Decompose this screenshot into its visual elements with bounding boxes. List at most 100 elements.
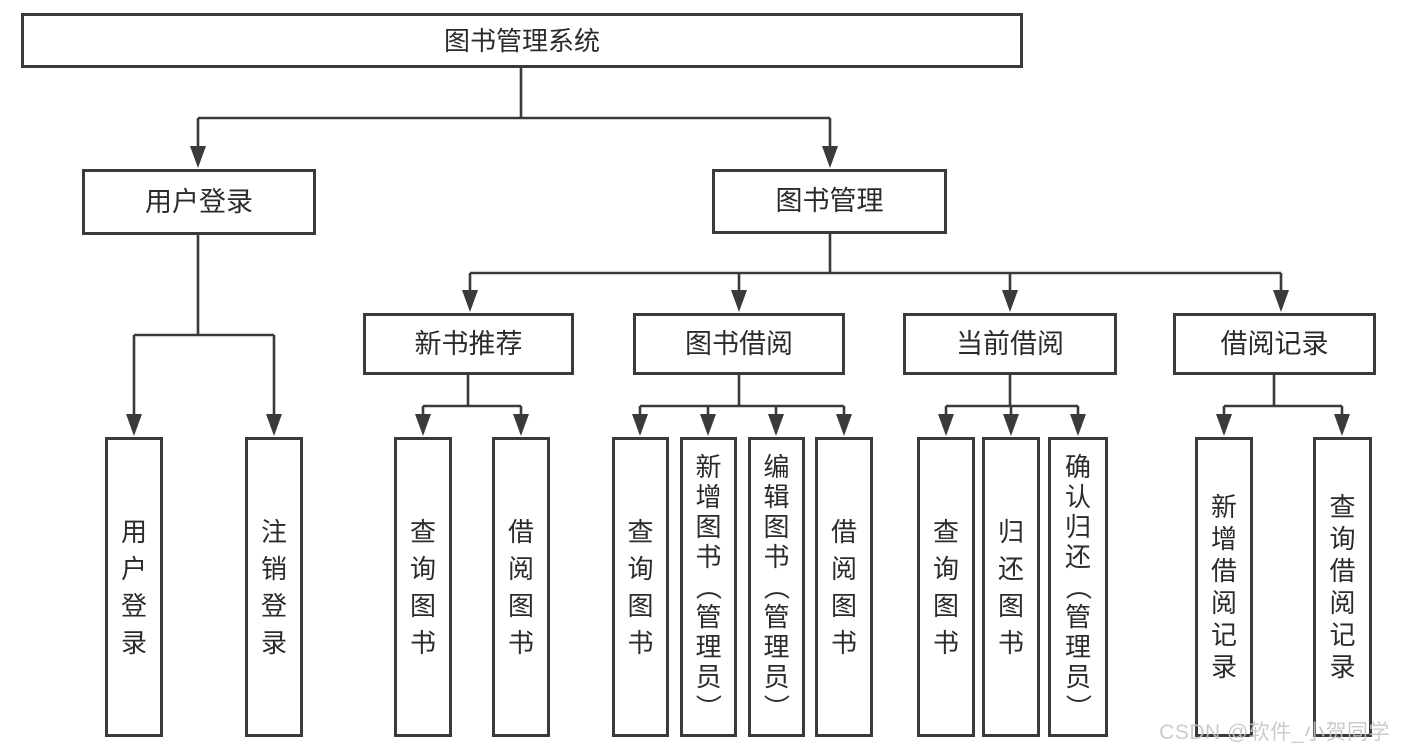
node-new-book-recommendation: 新书推荐 bbox=[363, 313, 574, 375]
vertical-char: 还 bbox=[997, 553, 1024, 584]
vertical-char: 书 bbox=[830, 627, 857, 658]
vertical-char: 借 bbox=[1329, 556, 1356, 586]
node-book-borrowing: 图书借阅 bbox=[633, 313, 845, 375]
vertical-char: 书 bbox=[409, 627, 436, 658]
arrowhead bbox=[836, 414, 852, 436]
vertical-char: 阅 bbox=[830, 553, 857, 584]
vertical-char: 员 bbox=[763, 662, 790, 692]
vertical-char: 图 bbox=[695, 512, 722, 542]
vertical-char: 录 bbox=[120, 627, 147, 658]
leaf-add-book-admin: 新增图书（管理员） bbox=[680, 437, 737, 737]
vertical-char: 书 bbox=[507, 627, 534, 658]
vertical-char: 查 bbox=[1329, 492, 1356, 522]
vertical-char: 录 bbox=[260, 627, 287, 658]
leaf-query-books-recommend: 查询图书 bbox=[394, 437, 452, 737]
vertical-char: 图 bbox=[997, 590, 1024, 621]
vertical-char: 借 bbox=[830, 516, 857, 547]
connector-path bbox=[196, 67, 832, 146]
vertical-char: 图 bbox=[932, 590, 959, 621]
vertical-char: 注 bbox=[260, 516, 287, 547]
node-label: 图书管理 bbox=[775, 186, 884, 216]
arrowhead bbox=[1002, 290, 1018, 312]
vertical-label: 确认归还（管理员） bbox=[1062, 440, 1093, 734]
node-borrowing-records: 借阅记录 bbox=[1173, 313, 1376, 375]
vertical-char: 询 bbox=[1329, 524, 1356, 554]
arrowhead bbox=[462, 290, 478, 312]
leaf-logout: 注销登录 bbox=[245, 437, 303, 737]
vertical-char: 用 bbox=[120, 516, 147, 547]
vertical-char: 阅 bbox=[1329, 588, 1356, 618]
vertical-char: 询 bbox=[627, 553, 654, 584]
arrowhead bbox=[768, 414, 784, 436]
vertical-char: 借 bbox=[1210, 556, 1237, 586]
connector-path bbox=[421, 374, 523, 415]
vertical-char: 理 bbox=[1064, 632, 1091, 662]
vertical-char: 户 bbox=[120, 553, 147, 584]
node-label: 新书推荐 bbox=[414, 328, 523, 359]
arrowhead bbox=[700, 414, 716, 436]
vertical-char: 借 bbox=[507, 516, 534, 547]
vertical-char: ） bbox=[1062, 693, 1093, 721]
node-book-management: 图书管理 bbox=[712, 169, 947, 234]
vertical-char: 图 bbox=[830, 590, 857, 621]
arrowhead bbox=[1216, 414, 1232, 436]
vertical-label: 编辑图书（管理员） bbox=[761, 440, 792, 734]
node-label: 图书管理系统 bbox=[443, 25, 600, 56]
vertical-char: 增 bbox=[695, 482, 722, 512]
vertical-char: 图 bbox=[409, 590, 436, 621]
vertical-char: ） bbox=[693, 693, 724, 721]
vertical-char: 书 bbox=[695, 542, 722, 572]
vertical-char: 登 bbox=[260, 590, 287, 621]
vertical-label: 查询图书 bbox=[410, 440, 436, 734]
vertical-char: 录 bbox=[1210, 652, 1237, 682]
vertical-char: 管 bbox=[695, 602, 722, 632]
vertical-char: 新 bbox=[695, 452, 722, 482]
vertical-char: 新 bbox=[1210, 492, 1237, 522]
leaf-user-login: 用户登录 bbox=[105, 437, 163, 737]
vertical-char: （ bbox=[1062, 573, 1093, 601]
connector-path bbox=[468, 233, 1283, 291]
vertical-char: 编 bbox=[763, 452, 790, 482]
leaf-query-books-current: 查询图书 bbox=[917, 437, 975, 737]
node-current-borrowing: 当前借阅 bbox=[903, 313, 1117, 375]
leaf-query-borrow-record: 查询借阅记录 bbox=[1313, 437, 1372, 737]
leaf-return-book: 归还图书 bbox=[982, 437, 1040, 737]
vertical-char: 销 bbox=[260, 553, 287, 584]
connector-path bbox=[1222, 374, 1344, 415]
vertical-char: 询 bbox=[409, 553, 436, 584]
arrowhead bbox=[415, 414, 431, 436]
leaf-borrow-books-borrowing: 借阅图书 bbox=[815, 437, 873, 737]
vertical-char: 阅 bbox=[507, 553, 534, 584]
vertical-label: 查询图书 bbox=[933, 440, 959, 734]
vertical-char: 查 bbox=[932, 516, 959, 547]
arrowhead bbox=[1003, 414, 1019, 436]
arrowhead bbox=[1273, 290, 1289, 312]
vertical-label: 查询借阅记录 bbox=[1329, 440, 1355, 734]
leaf-add-borrow-record: 新增借阅记录 bbox=[1195, 437, 1253, 737]
vertical-char: （ bbox=[693, 573, 724, 601]
vertical-char: 理 bbox=[763, 632, 790, 662]
vertical-label: 注销登录 bbox=[261, 440, 287, 734]
node-label: 借阅记录 bbox=[1220, 328, 1329, 359]
vertical-char: 登 bbox=[120, 590, 147, 621]
vertical-label: 借阅图书 bbox=[508, 440, 534, 734]
arrowhead bbox=[822, 146, 838, 168]
connector-path bbox=[638, 374, 846, 415]
node-label: 用户登录 bbox=[145, 186, 253, 217]
vertical-char: 辑 bbox=[763, 482, 790, 512]
vertical-char: 归 bbox=[997, 516, 1024, 547]
node-label: 当前借阅 bbox=[956, 328, 1064, 359]
vertical-char: 增 bbox=[1210, 524, 1237, 554]
vertical-char: （ bbox=[761, 573, 792, 601]
node-library-management-system: 图书管理系统 bbox=[21, 13, 1023, 68]
vertical-char: 员 bbox=[695, 662, 722, 692]
vertical-char: 图 bbox=[507, 590, 534, 621]
vertical-char: 书 bbox=[932, 627, 959, 658]
vertical-char: 查 bbox=[627, 516, 654, 547]
vertical-label: 用户登录 bbox=[121, 440, 147, 734]
leaf-edit-book-admin: 编辑图书（管理员） bbox=[748, 437, 805, 737]
vertical-label: 查询图书 bbox=[627, 440, 653, 734]
vertical-char: 确 bbox=[1064, 452, 1091, 482]
vertical-label: 新增图书（管理员） bbox=[693, 440, 724, 734]
